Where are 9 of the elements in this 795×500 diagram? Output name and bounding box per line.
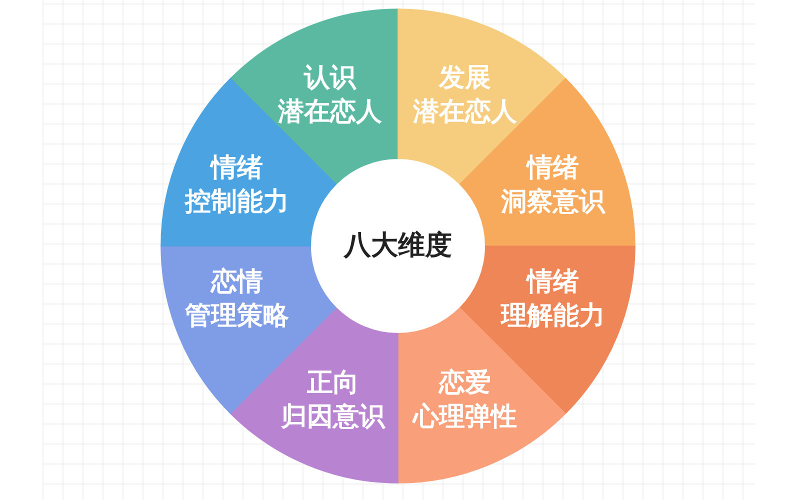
center-label: 八大维度 [344, 229, 452, 263]
segment-label: 情绪理解能力 [500, 266, 606, 333]
segment-label: 正向归因意识 [280, 367, 386, 434]
segment-label: 恋情管理策略 [184, 266, 290, 333]
segment-label: 恋爱心理弹性 [412, 367, 518, 434]
segment-label: 认识潜在恋人 [277, 62, 383, 129]
segment-label: 情绪洞察意识 [500, 152, 606, 219]
segment-label: 发展潜在恋人 [412, 62, 518, 129]
segment-label: 情绪控制能力 [184, 152, 290, 219]
